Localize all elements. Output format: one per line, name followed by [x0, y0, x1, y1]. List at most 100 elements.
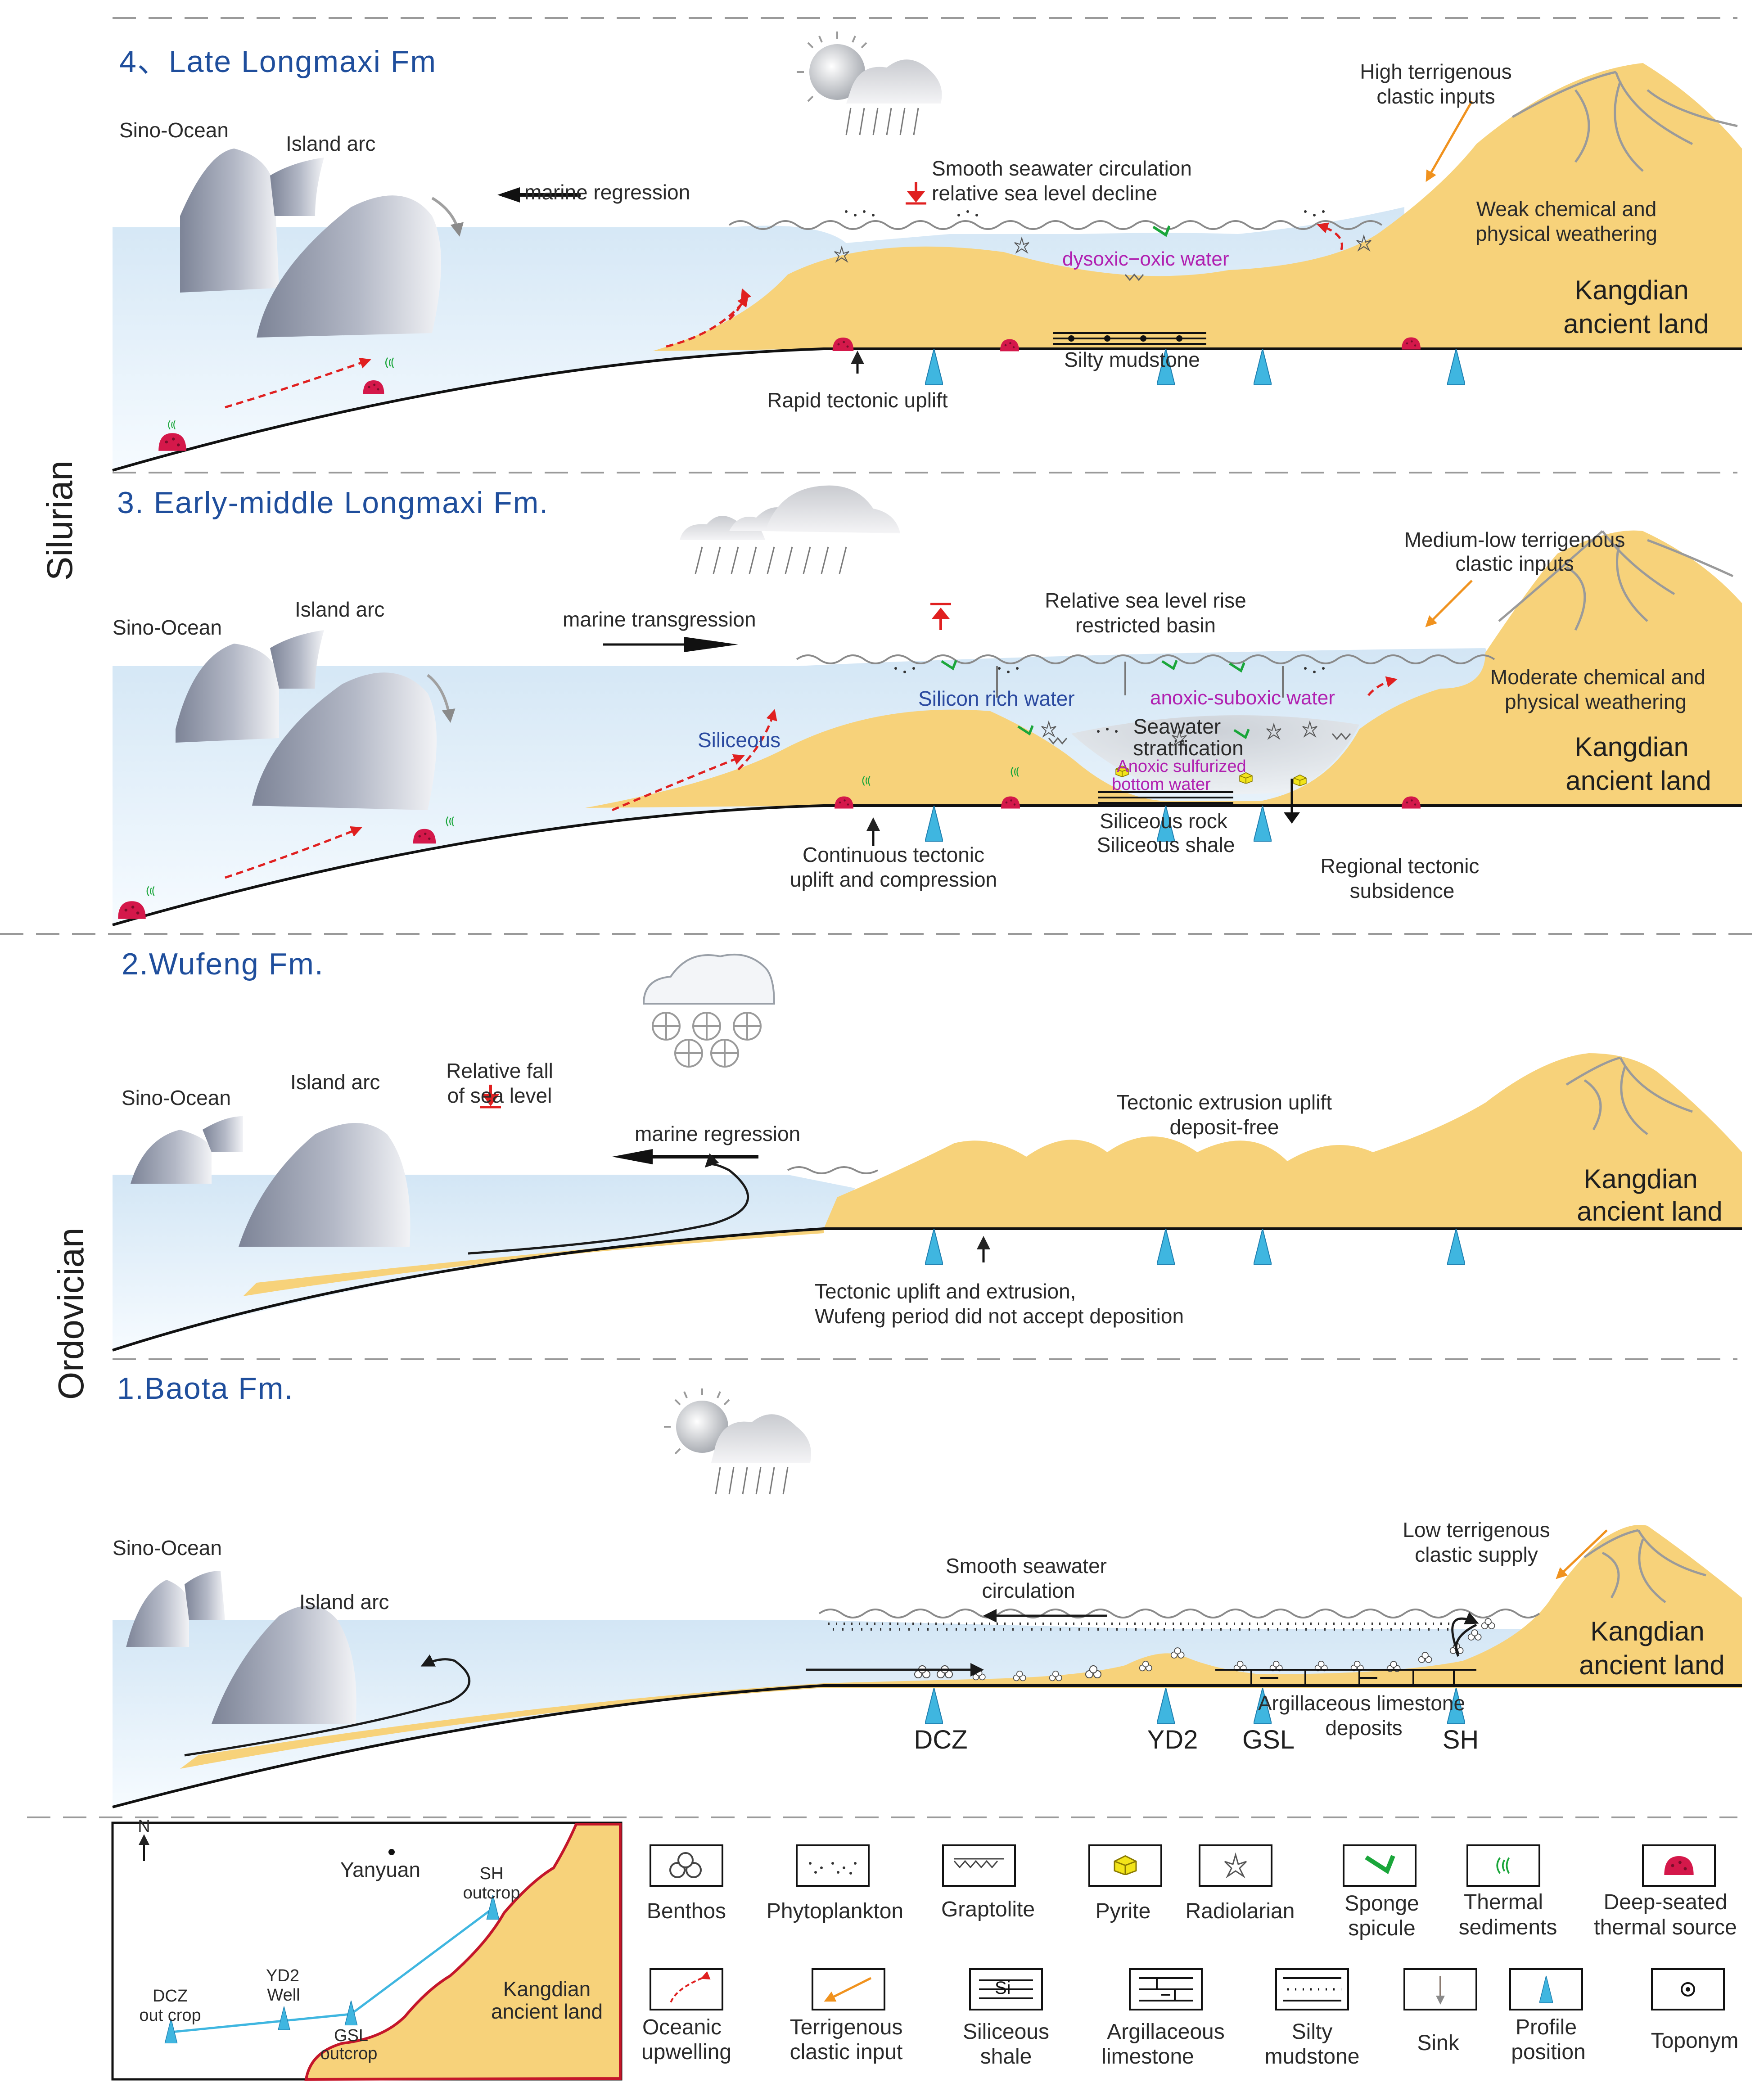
location-map: N Yanyuan SH outcrop YD2 Well DCZ out cr…: [111, 1817, 623, 2081]
panel-separators: [0, 17, 1764, 1818]
legend-profile-2: position: [1511, 2040, 1585, 2064]
legend-upwelling-2: upwelling: [641, 2040, 731, 2064]
label-continuous-uplift-1: Continuous tectonic: [803, 843, 984, 866]
label-high-input-1: High terrigenous: [1360, 60, 1512, 83]
label-relative-fall-2: of sea level: [447, 1084, 552, 1107]
label-sea-rise: Relative sea level rise: [1045, 589, 1246, 612]
label-subsidence-2: subsidence: [1350, 879, 1455, 902]
label-kangdian-1: Kangdian: [1590, 1616, 1705, 1646]
legend-si-symbol: Si: [995, 1978, 1011, 1998]
label-silicon-rich-water: Silicon rich water: [918, 687, 1075, 710]
map-gsl-outcrop: outcrop: [320, 2044, 378, 2063]
map-north: N: [138, 1817, 150, 1836]
panel-wufeng: 2.Wufeng Fm. Sino-Ocean Island arc Relat…: [112, 947, 1742, 1352]
label-extrusion-2: deposit-free: [1170, 1115, 1279, 1139]
label-stratification: stratification: [1133, 736, 1243, 760]
label-island-arc: Island arc: [295, 598, 384, 621]
label-argillaceous-1: Argillaceous limestone: [1258, 1691, 1465, 1715]
label-kangdian-1: Kangdian: [1584, 1164, 1698, 1194]
legend-siliceous-shale-1: Siliceous: [963, 2020, 1049, 2044]
legend-benthos: Benthos: [647, 1899, 726, 1923]
map-dcz-outcrop: out crop: [139, 2006, 201, 2025]
label-kangdian-2: ancient land: [1577, 1196, 1723, 1226]
legend-terrigenous-1: Terrigenous: [790, 2015, 903, 2039]
label-silty-mudstone: Silty mudstone: [1064, 348, 1200, 371]
label-island-arc: Island arc: [286, 132, 375, 155]
title-early-middle-longmaxi: 3. Early-middle Longmaxi Fm.: [117, 486, 549, 520]
legend-pyrite: Pyrite: [1096, 1899, 1151, 1923]
label-siliceous: Siliceous: [698, 728, 780, 752]
label-circulation: Smooth seawater circulation: [932, 157, 1192, 180]
label-argillaceous-2: deposits: [1325, 1716, 1402, 1740]
label-smooth-circulation-2: circulation: [982, 1579, 1075, 1602]
legend: Si Benthos Phytoplankton Graptolite Pyri…: [641, 1844, 1739, 2069]
label-sino-ocean: Sino-Ocean: [113, 616, 222, 639]
legend-deep-1: Deep-seated: [1604, 1890, 1728, 1914]
map-sh: SH: [480, 1864, 504, 1883]
label-island-arc: Island arc: [299, 1590, 389, 1614]
legend-sponge-1: Sponge: [1344, 1892, 1419, 1916]
label-medium-input-2: clastic inputs: [1455, 552, 1574, 575]
label-island-arc: Island arc: [290, 1070, 380, 1094]
legend-deep-2: thermal source: [1594, 1916, 1737, 1939]
profile-label-yd2: YD2: [1147, 1725, 1198, 1754]
label-restricted-basin: restricted basin: [1075, 613, 1216, 637]
map-dcz: DCZ: [153, 1987, 188, 2006]
map-kangdian-2: ancient land: [491, 2000, 603, 2023]
title-late-longmaxi: 4、Late Longmaxi Fm: [119, 45, 437, 79]
map-sh-outcrop: outcrop: [463, 1884, 520, 1902]
label-marine-regression: marine regression: [524, 180, 690, 204]
legend-radiolarian: Radiolarian: [1186, 1899, 1295, 1923]
title-wufeng: 2.Wufeng Fm.: [122, 947, 324, 981]
label-anoxic-sulfurized: Anoxic sulfurized: [1117, 757, 1246, 776]
label-marine-transgression: marine transgression: [563, 608, 756, 631]
legend-sponge-2: spicule: [1348, 1916, 1415, 1940]
label-sino-ocean: Sino-Ocean: [113, 1536, 222, 1560]
label-kangdian-1: Kangdian: [1575, 732, 1689, 762]
era-silurian: Silurian: [40, 460, 80, 581]
legend-silty-2: mudstone: [1265, 2045, 1360, 2069]
legend-phytoplankton: Phytoplankton: [767, 1899, 903, 1923]
label-medium-input-1: Medium-low terrigenous: [1404, 528, 1625, 551]
label-note-1: Tectonic uplift and extrusion,: [815, 1280, 1076, 1303]
map-yd2-well: Well: [267, 1986, 300, 2005]
label-siliceous-rock: Siliceous rock: [1100, 809, 1228, 833]
label-continuous-uplift-2: uplift and compression: [790, 868, 997, 891]
legend-toponym: Toponym: [1651, 2029, 1739, 2053]
map-yd2: YD2: [266, 1966, 299, 1985]
label-sino-ocean: Sino-Ocean: [119, 118, 229, 142]
profile-label-dcz: DCZ: [914, 1725, 967, 1754]
label-extrusion-1: Tectonic extrusion uplift: [1117, 1091, 1332, 1114]
label-siliceous-shale: Siliceous shale: [1097, 833, 1235, 856]
label-subsidence-1: Regional tectonic: [1321, 854, 1480, 878]
label-kangdian-2: ancient land: [1579, 1650, 1725, 1680]
legend-silty-1: Silty: [1292, 2020, 1333, 2044]
label-anoxic-suboxic-water: anoxic-suboxic water: [1150, 687, 1335, 709]
label-sino-ocean: Sino-Ocean: [122, 1086, 231, 1109]
era-ordovician: Ordovician: [51, 1228, 91, 1400]
label-low-supply-1: Low terrigenous: [1403, 1518, 1550, 1542]
legend-argillaceous-2: limestone: [1101, 2045, 1194, 2069]
label-weathering-1: Weak chemical and: [1476, 197, 1657, 221]
legend-thermal-2: sediments: [1459, 1916, 1557, 1939]
legend-graptolite: Graptolite: [941, 1898, 1035, 1921]
label-kangdian-1: Kangdian: [1575, 275, 1689, 305]
panel-late-longmaxi: 4、Late Longmaxi Fm Sino-Ocean Island arc…: [112, 32, 1742, 472]
label-kangdian-2: ancient land: [1563, 309, 1709, 339]
label-sea-decline: relative sea level decline: [932, 181, 1157, 205]
label-rapid-uplift: Rapid tectonic uplift: [767, 388, 948, 412]
label-kangdian-2: ancient land: [1565, 766, 1711, 796]
label-smooth-circulation-1: Smooth seawater: [946, 1554, 1107, 1578]
label-relative-fall-1: Relative fall: [446, 1059, 553, 1082]
title-baota: 1.Baota Fm.: [117, 1371, 293, 1406]
legend-profile-1: Profile: [1516, 2015, 1577, 2039]
label-low-supply-2: clastic supply: [1415, 1543, 1538, 1566]
map-yanyuan: Yanyuan: [340, 1858, 420, 1881]
label-weathering-2: physical weathering: [1475, 222, 1657, 245]
map-gsl: GSL: [334, 2026, 368, 2045]
profile-label-sh: SH: [1443, 1725, 1479, 1754]
panel-baota: 1.Baota Fm. Sino-Ocean Island arc Smooth…: [112, 1371, 1742, 1808]
label-dysoxic-water: dysoxic−oxic water: [1062, 248, 1229, 270]
legend-terrigenous-2: clastic input: [790, 2040, 903, 2064]
legend-thermal-1: Thermal: [1464, 1890, 1543, 1914]
